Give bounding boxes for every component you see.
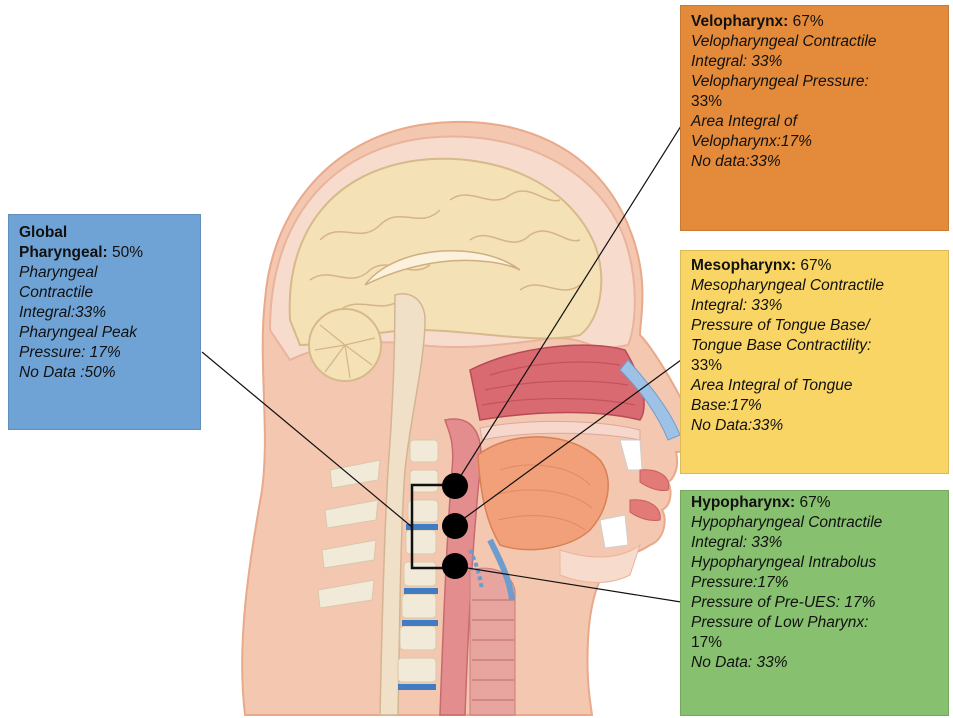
hypo-line: Pressure:17%	[691, 574, 788, 591]
velo-value: 67%	[793, 13, 824, 30]
meso-line: Base:17%	[691, 397, 762, 414]
global-line: Pharyngeal Peak	[19, 324, 137, 341]
meso-value: 67%	[800, 257, 831, 274]
velo-line: Area Integral of	[691, 113, 797, 130]
global-pharyngeal-box: Global Pharyngeal: 50% Pharyngeal Contra…	[8, 214, 201, 430]
velopharynx-box: Velopharynx: 67% Velopharyngeal Contract…	[680, 5, 949, 231]
velo-line: Integral: 33%	[691, 53, 782, 70]
global-line: No Data :50%	[19, 364, 116, 381]
meso-line: Mesopharyngeal Contractile	[691, 277, 884, 294]
meso-line: Tongue Base Contractility:	[691, 337, 871, 354]
hypopharynx-marker	[442, 553, 468, 579]
hypo-title: Hypopharynx:	[691, 494, 795, 511]
global-title-line1: Global	[19, 224, 67, 241]
meso-line: Area Integral of Tongue	[691, 377, 852, 394]
hypo-line: No Data: 33%	[691, 654, 788, 671]
velo-line: No data:33%	[691, 153, 781, 170]
global-line: Contractile	[19, 284, 93, 301]
velopharynx-marker	[442, 473, 468, 499]
hypo-value: 67%	[800, 494, 831, 511]
hypo-line: Hypopharyngeal Contractile	[691, 514, 882, 531]
hypopharynx-box: Hypopharynx: 67% Hypopharyngeal Contract…	[680, 490, 949, 716]
meso-title: Mesopharynx:	[691, 257, 796, 274]
hypo-line: Pressure of Pre-UES: 17%	[691, 594, 875, 611]
global-value: 50%	[112, 244, 143, 261]
velo-title: Velopharynx:	[691, 13, 788, 30]
mesopharynx-marker	[442, 513, 468, 539]
hypo-line: Pressure of Low Pharynx:	[691, 614, 868, 631]
meso-line: Integral: 33%	[691, 297, 782, 314]
global-line: Pressure: 17%	[19, 344, 121, 361]
global-title-line2: Pharyngeal:	[19, 244, 108, 261]
global-line: Pharyngeal	[19, 264, 97, 281]
velo-line: Velopharyngeal Contractile	[691, 33, 877, 50]
meso-line: 33%	[691, 357, 722, 374]
global-line: Integral:33%	[19, 304, 106, 321]
hypo-line: 17%	[691, 634, 722, 651]
meso-line: Pressure of Tongue Base/	[691, 317, 870, 334]
meso-line: No Data:33%	[691, 417, 783, 434]
hypo-line: Integral: 33%	[691, 534, 782, 551]
velo-line: Velopharyngeal Pressure:	[691, 73, 869, 90]
velo-line: 33%	[691, 93, 722, 110]
hypo-line: Hypopharyngeal Intrabolus	[691, 554, 876, 571]
velo-line: Velopharynx:17%	[691, 133, 812, 150]
mesopharynx-box: Mesopharynx: 67% Mesopharyngeal Contract…	[680, 250, 949, 474]
